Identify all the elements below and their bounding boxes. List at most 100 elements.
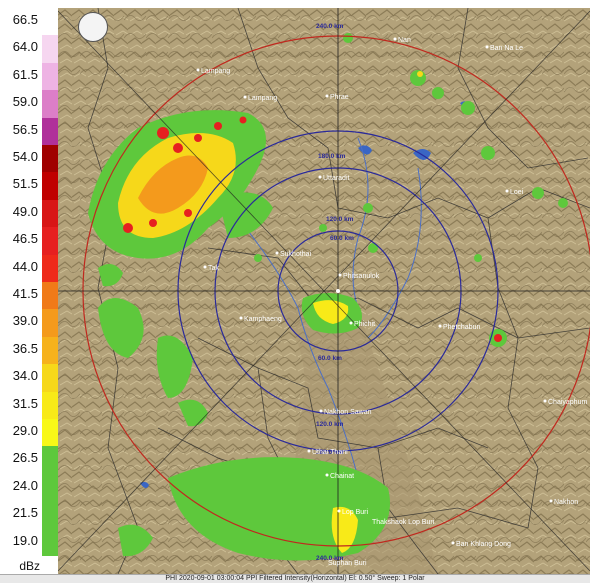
legend-value: 61.5 bbox=[12, 66, 38, 82]
legend-swatch bbox=[42, 336, 58, 365]
city-kamphaeng: Kamphaeng bbox=[244, 316, 282, 323]
city-markers bbox=[196, 37, 553, 545]
legend-swatch bbox=[42, 391, 58, 419]
legend-row: 26.5 bbox=[0, 446, 58, 474]
legend-value: 24.0 bbox=[12, 477, 38, 493]
legend-swatch bbox=[42, 227, 58, 255]
legend-row: 29.0 bbox=[0, 419, 58, 447]
city-nakhon: Nakhon bbox=[554, 499, 578, 506]
legend-row: 51.5 bbox=[0, 172, 58, 200]
range-label: 240.0 km bbox=[316, 555, 344, 562]
legend-row: 61.5 bbox=[0, 62, 58, 91]
legend-swatch bbox=[42, 90, 58, 118]
legend-value: 31.5 bbox=[12, 395, 38, 411]
status-bar: PHI 2020-09-01 03:00:04 PPI Filtered Int… bbox=[0, 574, 590, 583]
legend-row: 41.5 bbox=[0, 282, 58, 310]
range-label: 60.0 km bbox=[318, 355, 342, 362]
legend-row: 34.0 bbox=[0, 364, 58, 392]
precip-central-cell bbox=[301, 293, 362, 334]
legend-row: 31.5 bbox=[0, 391, 58, 419]
legend-value: 34.0 bbox=[12, 368, 38, 384]
legend-unit: dBz bbox=[19, 559, 40, 573]
legend-value: 21.5 bbox=[12, 505, 38, 521]
city-lampang-1: Lampang bbox=[201, 68, 230, 75]
city-ban-khlang-dong: Ban Khlang Dong bbox=[456, 541, 511, 548]
legend-swatch bbox=[42, 309, 58, 337]
legend-swatch bbox=[42, 501, 58, 529]
legend-swatch bbox=[42, 473, 58, 502]
city-suphan-buri: Suphan Buri bbox=[328, 560, 367, 567]
precip-south-cluster bbox=[118, 457, 390, 561]
city-phichit: Phichit bbox=[354, 321, 375, 328]
range-label: 60.0 km bbox=[330, 235, 354, 242]
precip-east-core bbox=[494, 334, 502, 342]
legend-row: 66.5 bbox=[0, 8, 58, 36]
range-label: 240.0 km bbox=[316, 23, 344, 30]
range-label: 180.0 km bbox=[318, 153, 346, 160]
legend-swatch bbox=[42, 199, 58, 228]
legend-value: 36.5 bbox=[12, 340, 38, 356]
city-nan: Nan bbox=[398, 37, 411, 44]
legend-swatch bbox=[42, 172, 58, 200]
city-nakhon-sawan: Nakhon Sawan bbox=[324, 409, 372, 416]
legend-value: 41.5 bbox=[12, 286, 38, 301]
legend-value: 59.0 bbox=[12, 94, 38, 110]
legend-swatch bbox=[42, 35, 58, 63]
legend-swatch bbox=[42, 145, 58, 173]
precip-ne-core bbox=[417, 71, 423, 77]
agency-seal-logo bbox=[78, 12, 108, 42]
city-thakshaok: Thakshaok Lop Buri bbox=[372, 519, 435, 526]
legend-row: 36.5 bbox=[0, 336, 58, 365]
legend-value: 56.5 bbox=[12, 121, 38, 137]
city-lop-buri: Lop Buri bbox=[342, 509, 369, 516]
city-labels: Nan Ban Na Le Lampang Lampang Phrae Utta… bbox=[201, 37, 587, 567]
range-label: 120.0 km bbox=[326, 216, 354, 223]
precip-nw-cluster bbox=[88, 110, 273, 259]
legend-swatch bbox=[42, 8, 58, 36]
reservoir-4 bbox=[140, 481, 149, 489]
legend-swatch bbox=[42, 117, 58, 145]
legend-row: 54.0 bbox=[0, 145, 58, 173]
radar-map-svg: 240.0 km 180.0 km 120.0 km 60.0 km 60.0 … bbox=[58, 8, 590, 574]
legend-value: 44.0 bbox=[12, 258, 38, 274]
legend-row: 39.0 bbox=[0, 309, 58, 337]
city-loei: Loei bbox=[510, 189, 524, 196]
legend-row: 46.5 bbox=[0, 227, 58, 255]
legend-value: 46.5 bbox=[12, 231, 38, 247]
city-ban-na-le: Ban Na Le bbox=[490, 45, 523, 52]
city-phitsanulok: Phitsanulok bbox=[343, 273, 380, 280]
legend-row: 56.5 bbox=[0, 117, 58, 145]
city-uthai-thani: Uthai Thani bbox=[312, 449, 348, 456]
legend-swatch bbox=[42, 419, 58, 447]
city-tak: Tak bbox=[208, 265, 219, 272]
legend-row: 21.5 bbox=[0, 501, 58, 529]
legend-row: 44.0 bbox=[0, 254, 58, 282]
legend-swatch bbox=[42, 254, 58, 282]
legend-row: 49.0 bbox=[0, 199, 58, 228]
legend-row: 24.0 bbox=[0, 473, 58, 502]
legend-swatch bbox=[42, 446, 58, 474]
legend-swatch bbox=[42, 282, 58, 310]
legend-swatch bbox=[42, 528, 58, 556]
city-sukhothai: Sukhothai bbox=[280, 251, 312, 258]
legend-value: 64.0 bbox=[12, 39, 38, 55]
city-uttaradit: Uttaradit bbox=[323, 175, 350, 182]
legend-value: 39.0 bbox=[12, 313, 38, 329]
legend-value: 66.5 bbox=[12, 12, 38, 27]
range-label: 120.0 km bbox=[316, 421, 344, 428]
city-chaiyaphum: Chaiyaphum bbox=[548, 399, 587, 406]
radar-site-marker bbox=[336, 289, 340, 293]
city-phetchabun: Phetchabun bbox=[443, 324, 480, 331]
city-phrae: Phrae bbox=[330, 94, 349, 101]
range-label: 180.0 km bbox=[316, 449, 344, 456]
legend-row: 19.0 bbox=[0, 528, 58, 556]
legend-value: 54.0 bbox=[12, 149, 38, 164]
radar-map[interactable]: 240.0 km 180.0 km 120.0 km 60.0 km 60.0 … bbox=[58, 8, 590, 574]
legend-row: 59.0 bbox=[0, 90, 58, 118]
legend-swatch bbox=[42, 364, 58, 392]
river-1 bbox=[352, 137, 369, 309]
legend-swatch bbox=[42, 62, 58, 91]
city-lampang-2: Lampang bbox=[248, 95, 277, 102]
